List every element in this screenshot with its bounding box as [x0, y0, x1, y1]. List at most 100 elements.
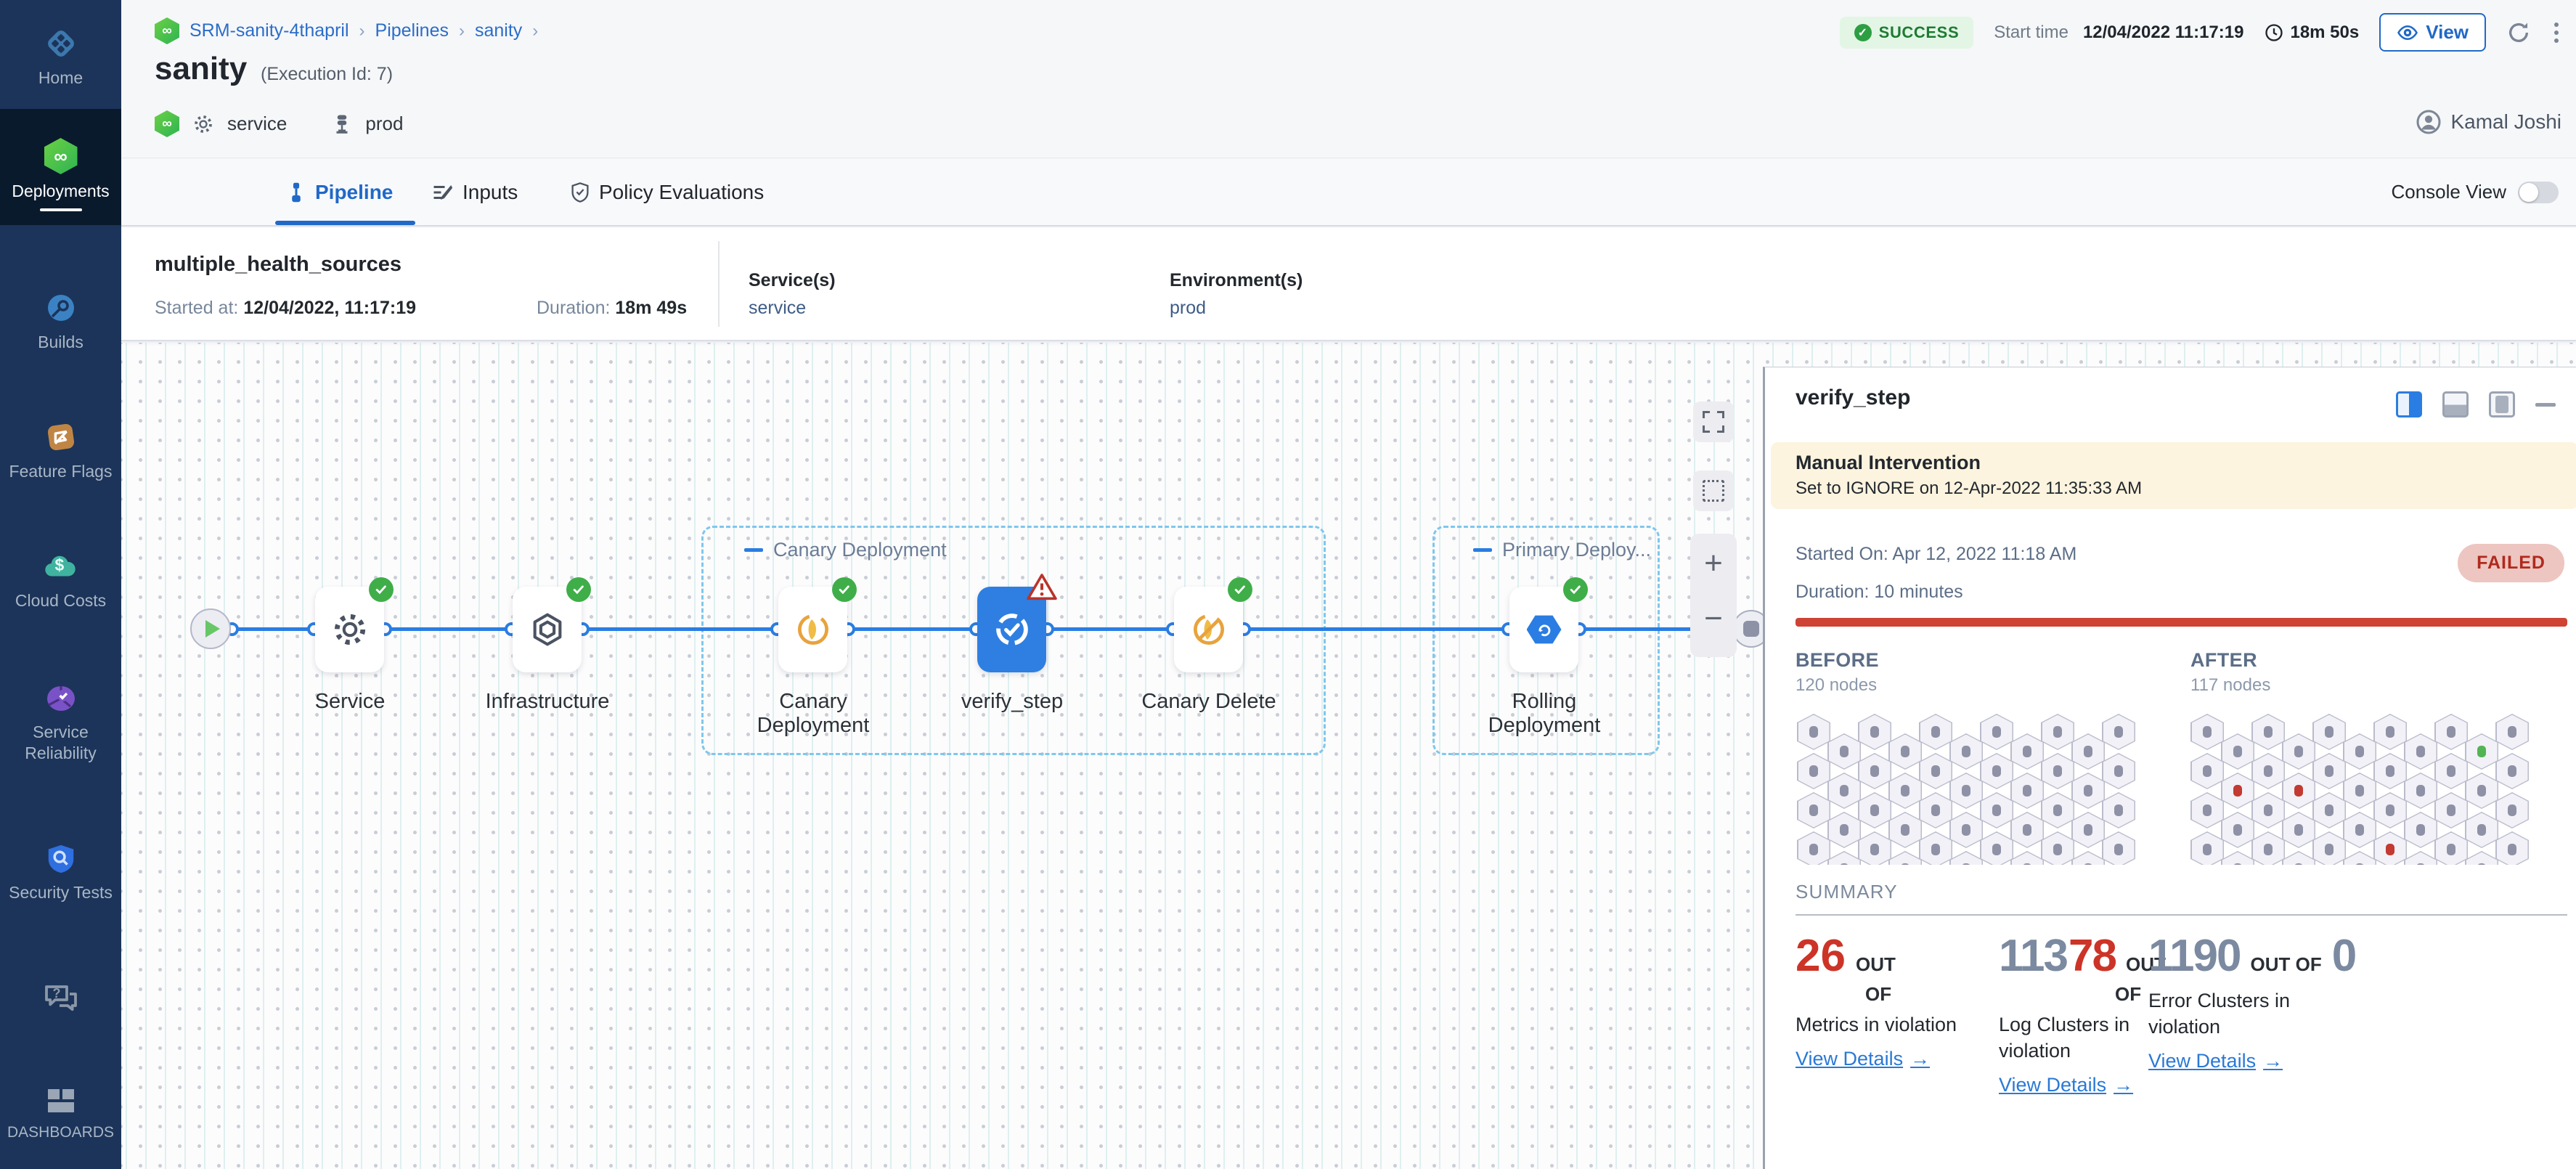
- hex-node-cell[interactable]: [1949, 733, 1983, 770]
- hex-node-cell[interactable]: [2312, 792, 2346, 828]
- breadcrumb-pipeline-name[interactable]: sanity: [474, 20, 523, 41]
- hex-node-cell[interactable]: [1797, 753, 1830, 789]
- hex-node-cell[interactable]: [2404, 733, 2437, 770]
- console-view-toggle[interactable]: [2518, 181, 2559, 203]
- hex-node-cell[interactable]: [2495, 753, 2529, 789]
- hex-node-cell[interactable]: [2190, 831, 2224, 865]
- hex-node-cell[interactable]: [2404, 773, 2437, 809]
- tab-pipeline[interactable]: Pipeline: [286, 159, 393, 225]
- step-node-service[interactable]: [315, 577, 394, 672]
- hex-node-cell[interactable]: [2373, 714, 2407, 750]
- hex-node-cell[interactable]: [2251, 714, 2285, 750]
- hex-node-cell[interactable]: [1888, 773, 1922, 809]
- hex-node-cell[interactable]: [2343, 812, 2376, 848]
- zoom-in-button[interactable]: +: [1704, 545, 1723, 581]
- hex-node-cell[interactable]: [2465, 812, 2498, 848]
- hex-node-cell[interactable]: [2373, 792, 2407, 828]
- hex-node-cell[interactable]: [1888, 812, 1922, 848]
- hex-node-cell[interactable]: [2282, 851, 2315, 865]
- hex-node-cell[interactable]: [1980, 792, 2013, 828]
- hex-node-cell[interactable]: [2041, 792, 2074, 828]
- hex-node-cell[interactable]: [2102, 714, 2135, 750]
- view-details-link[interactable]: View Details→: [1796, 1048, 1931, 1070]
- hex-node-cell[interactable]: [2041, 714, 2074, 750]
- hex-node-cell[interactable]: [2071, 812, 2105, 848]
- hex-node-cell[interactable]: [2190, 714, 2224, 750]
- hex-node-cell[interactable]: [2373, 831, 2407, 865]
- sidebar-item-dashboards[interactable]: DASHBOARDS: [0, 1086, 121, 1142]
- view-details-link[interactable]: View Details→: [2148, 1050, 2283, 1072]
- split-view-icon[interactable]: [2396, 391, 2422, 418]
- hex-node-cell[interactable]: [1827, 773, 1861, 809]
- hex-node-cell[interactable]: [2102, 792, 2135, 828]
- hex-node-cell[interactable]: [2041, 753, 2074, 789]
- sidebar-item-service-reliability[interactable]: Service Reliability: [0, 683, 121, 764]
- hex-node-cell[interactable]: [2221, 812, 2254, 848]
- sidebar-item-cloud-costs[interactable]: $ Cloud Costs: [0, 550, 121, 611]
- hex-node-cell[interactable]: [1827, 812, 1861, 848]
- hex-node-cell[interactable]: [2010, 812, 2044, 848]
- hex-node-cell[interactable]: [2312, 753, 2346, 789]
- hex-node-cell[interactable]: [2465, 733, 2498, 770]
- minimize-icon[interactable]: [2535, 402, 2556, 407]
- tab-inputs[interactable]: Inputs: [432, 159, 518, 225]
- hex-node-cell[interactable]: [2434, 753, 2468, 789]
- view-details-link[interactable]: View Details→: [1999, 1074, 2134, 1096]
- hex-node-cell[interactable]: [2373, 753, 2407, 789]
- bottom-view-icon[interactable]: [2442, 391, 2469, 418]
- step-node-infrastructure[interactable]: [513, 577, 591, 672]
- service-tag[interactable]: service: [227, 113, 288, 134]
- hex-node-cell[interactable]: [1949, 773, 1983, 809]
- hex-node-cell[interactable]: [1888, 851, 1922, 865]
- hex-node-cell[interactable]: [2312, 714, 2346, 750]
- pipeline-start-node[interactable]: [190, 608, 231, 649]
- hex-node-cell[interactable]: [1949, 812, 1983, 848]
- hex-node-cell[interactable]: [2404, 812, 2437, 848]
- zoom-out-button[interactable]: −: [1704, 600, 1723, 636]
- sidebar-item-security-tests[interactable]: Security Tests: [0, 842, 121, 903]
- hex-node-cell[interactable]: [1797, 831, 1830, 865]
- hex-node-cell[interactable]: [2251, 753, 2285, 789]
- hex-node-cell[interactable]: [2010, 851, 2044, 865]
- reset-selection-button[interactable]: [1693, 471, 1734, 511]
- hex-node-cell[interactable]: [2495, 792, 2529, 828]
- hex-node-cell[interactable]: [2282, 812, 2315, 848]
- hex-node-cell[interactable]: [1858, 714, 1891, 750]
- hex-node-cell[interactable]: [2190, 753, 2224, 789]
- hex-node-cell[interactable]: [1797, 714, 1830, 750]
- sidebar-item-home[interactable]: Home: [0, 26, 121, 88]
- hex-node-cell[interactable]: [2404, 851, 2437, 865]
- hex-node-cell[interactable]: [2434, 792, 2468, 828]
- hex-node-cell[interactable]: [2495, 714, 2529, 750]
- hex-node-cell[interactable]: [2282, 773, 2315, 809]
- hex-node-cell[interactable]: [2465, 773, 2498, 809]
- hex-node-cell[interactable]: [2221, 851, 2254, 865]
- step-node-canary-deployment[interactable]: [778, 577, 857, 672]
- hex-node-cell[interactable]: [1980, 831, 2013, 865]
- hex-node-cell[interactable]: [1827, 733, 1861, 770]
- hex-node-cell[interactable]: [1858, 753, 1891, 789]
- fit-to-screen-button[interactable]: [1693, 402, 1734, 442]
- hex-node-cell[interactable]: [1919, 753, 1952, 789]
- breadcrumb-project[interactable]: SRM-sanity-4thapril: [189, 20, 349, 41]
- hex-node-cell[interactable]: [1980, 753, 2013, 789]
- right-view-icon[interactable]: [2489, 391, 2515, 418]
- hex-node-cell[interactable]: [2434, 714, 2468, 750]
- service-link[interactable]: service: [749, 298, 807, 318]
- hex-node-cell[interactable]: [1980, 714, 2013, 750]
- step-node-rolling-deployment[interactable]: [1509, 577, 1588, 672]
- hex-node-cell[interactable]: [2282, 733, 2315, 770]
- hex-node-cell[interactable]: [2102, 831, 2135, 865]
- sidebar-item-feature-flags[interactable]: Feature Flags: [0, 420, 121, 481]
- hex-node-cell[interactable]: [1919, 831, 1952, 865]
- hex-node-cell[interactable]: [1919, 714, 1952, 750]
- stage-group-canary-label[interactable]: Canary Deployment: [744, 539, 947, 561]
- hex-node-cell[interactable]: [2434, 831, 2468, 865]
- hex-node-cell[interactable]: [2251, 792, 2285, 828]
- hex-node-cell[interactable]: [2251, 831, 2285, 865]
- sidebar-item-deployments[interactable]: ∞ Deployments: [0, 109, 121, 225]
- hex-node-cell[interactable]: [1888, 733, 1922, 770]
- hex-node-cell[interactable]: [1949, 851, 1983, 865]
- step-node-canary-delete[interactable]: [1174, 577, 1252, 672]
- hex-node-cell[interactable]: [2102, 753, 2135, 789]
